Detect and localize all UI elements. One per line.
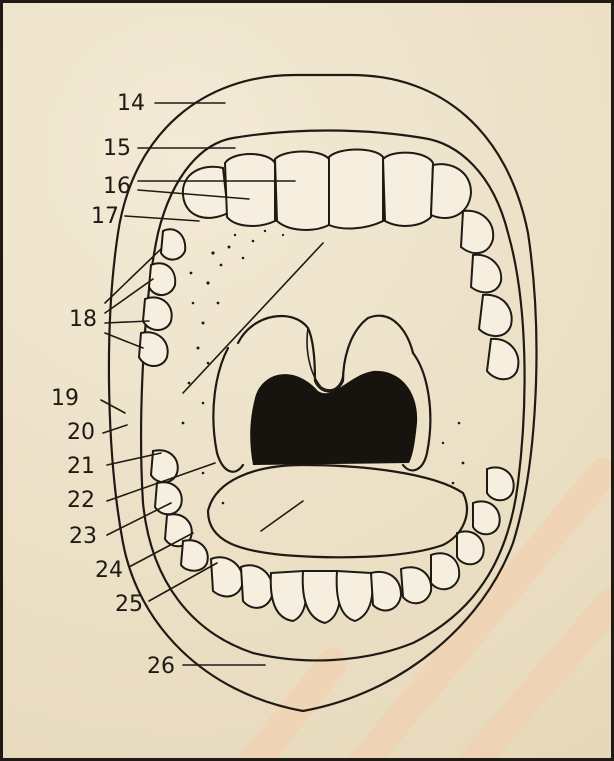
label-16: 16: [103, 174, 131, 199]
label-19: 19: [51, 386, 79, 411]
upper-teeth: [139, 150, 518, 380]
mouth-anatomy-diagram: 14 15 16 17 18 19 20 21 22 23 24 25 26: [3, 3, 611, 758]
label-21: 21: [67, 454, 95, 479]
label-24: 24: [95, 558, 123, 583]
palate-leader-line: [183, 243, 323, 393]
label-26: 26: [147, 654, 175, 679]
tongue-outline: [208, 465, 467, 557]
label-14: 14: [117, 91, 145, 116]
label-15: 15: [103, 136, 131, 161]
label-22: 22: [67, 488, 95, 513]
number-labels: 14 15 16 17 18 19 20 21 22 23 24 25 26: [51, 91, 175, 679]
label-25: 25: [115, 592, 143, 617]
label-23: 23: [69, 524, 97, 549]
palatine-tonsil-left: [213, 348, 243, 472]
label-18: 18: [69, 307, 97, 332]
pharynx-opening: [250, 371, 417, 465]
tongue-midline: [261, 501, 303, 531]
label-20: 20: [67, 420, 95, 445]
lower-teeth: [151, 450, 514, 623]
uvula-outline: [307, 328, 343, 390]
label-17: 17: [91, 204, 119, 229]
watermark: [253, 473, 611, 758]
